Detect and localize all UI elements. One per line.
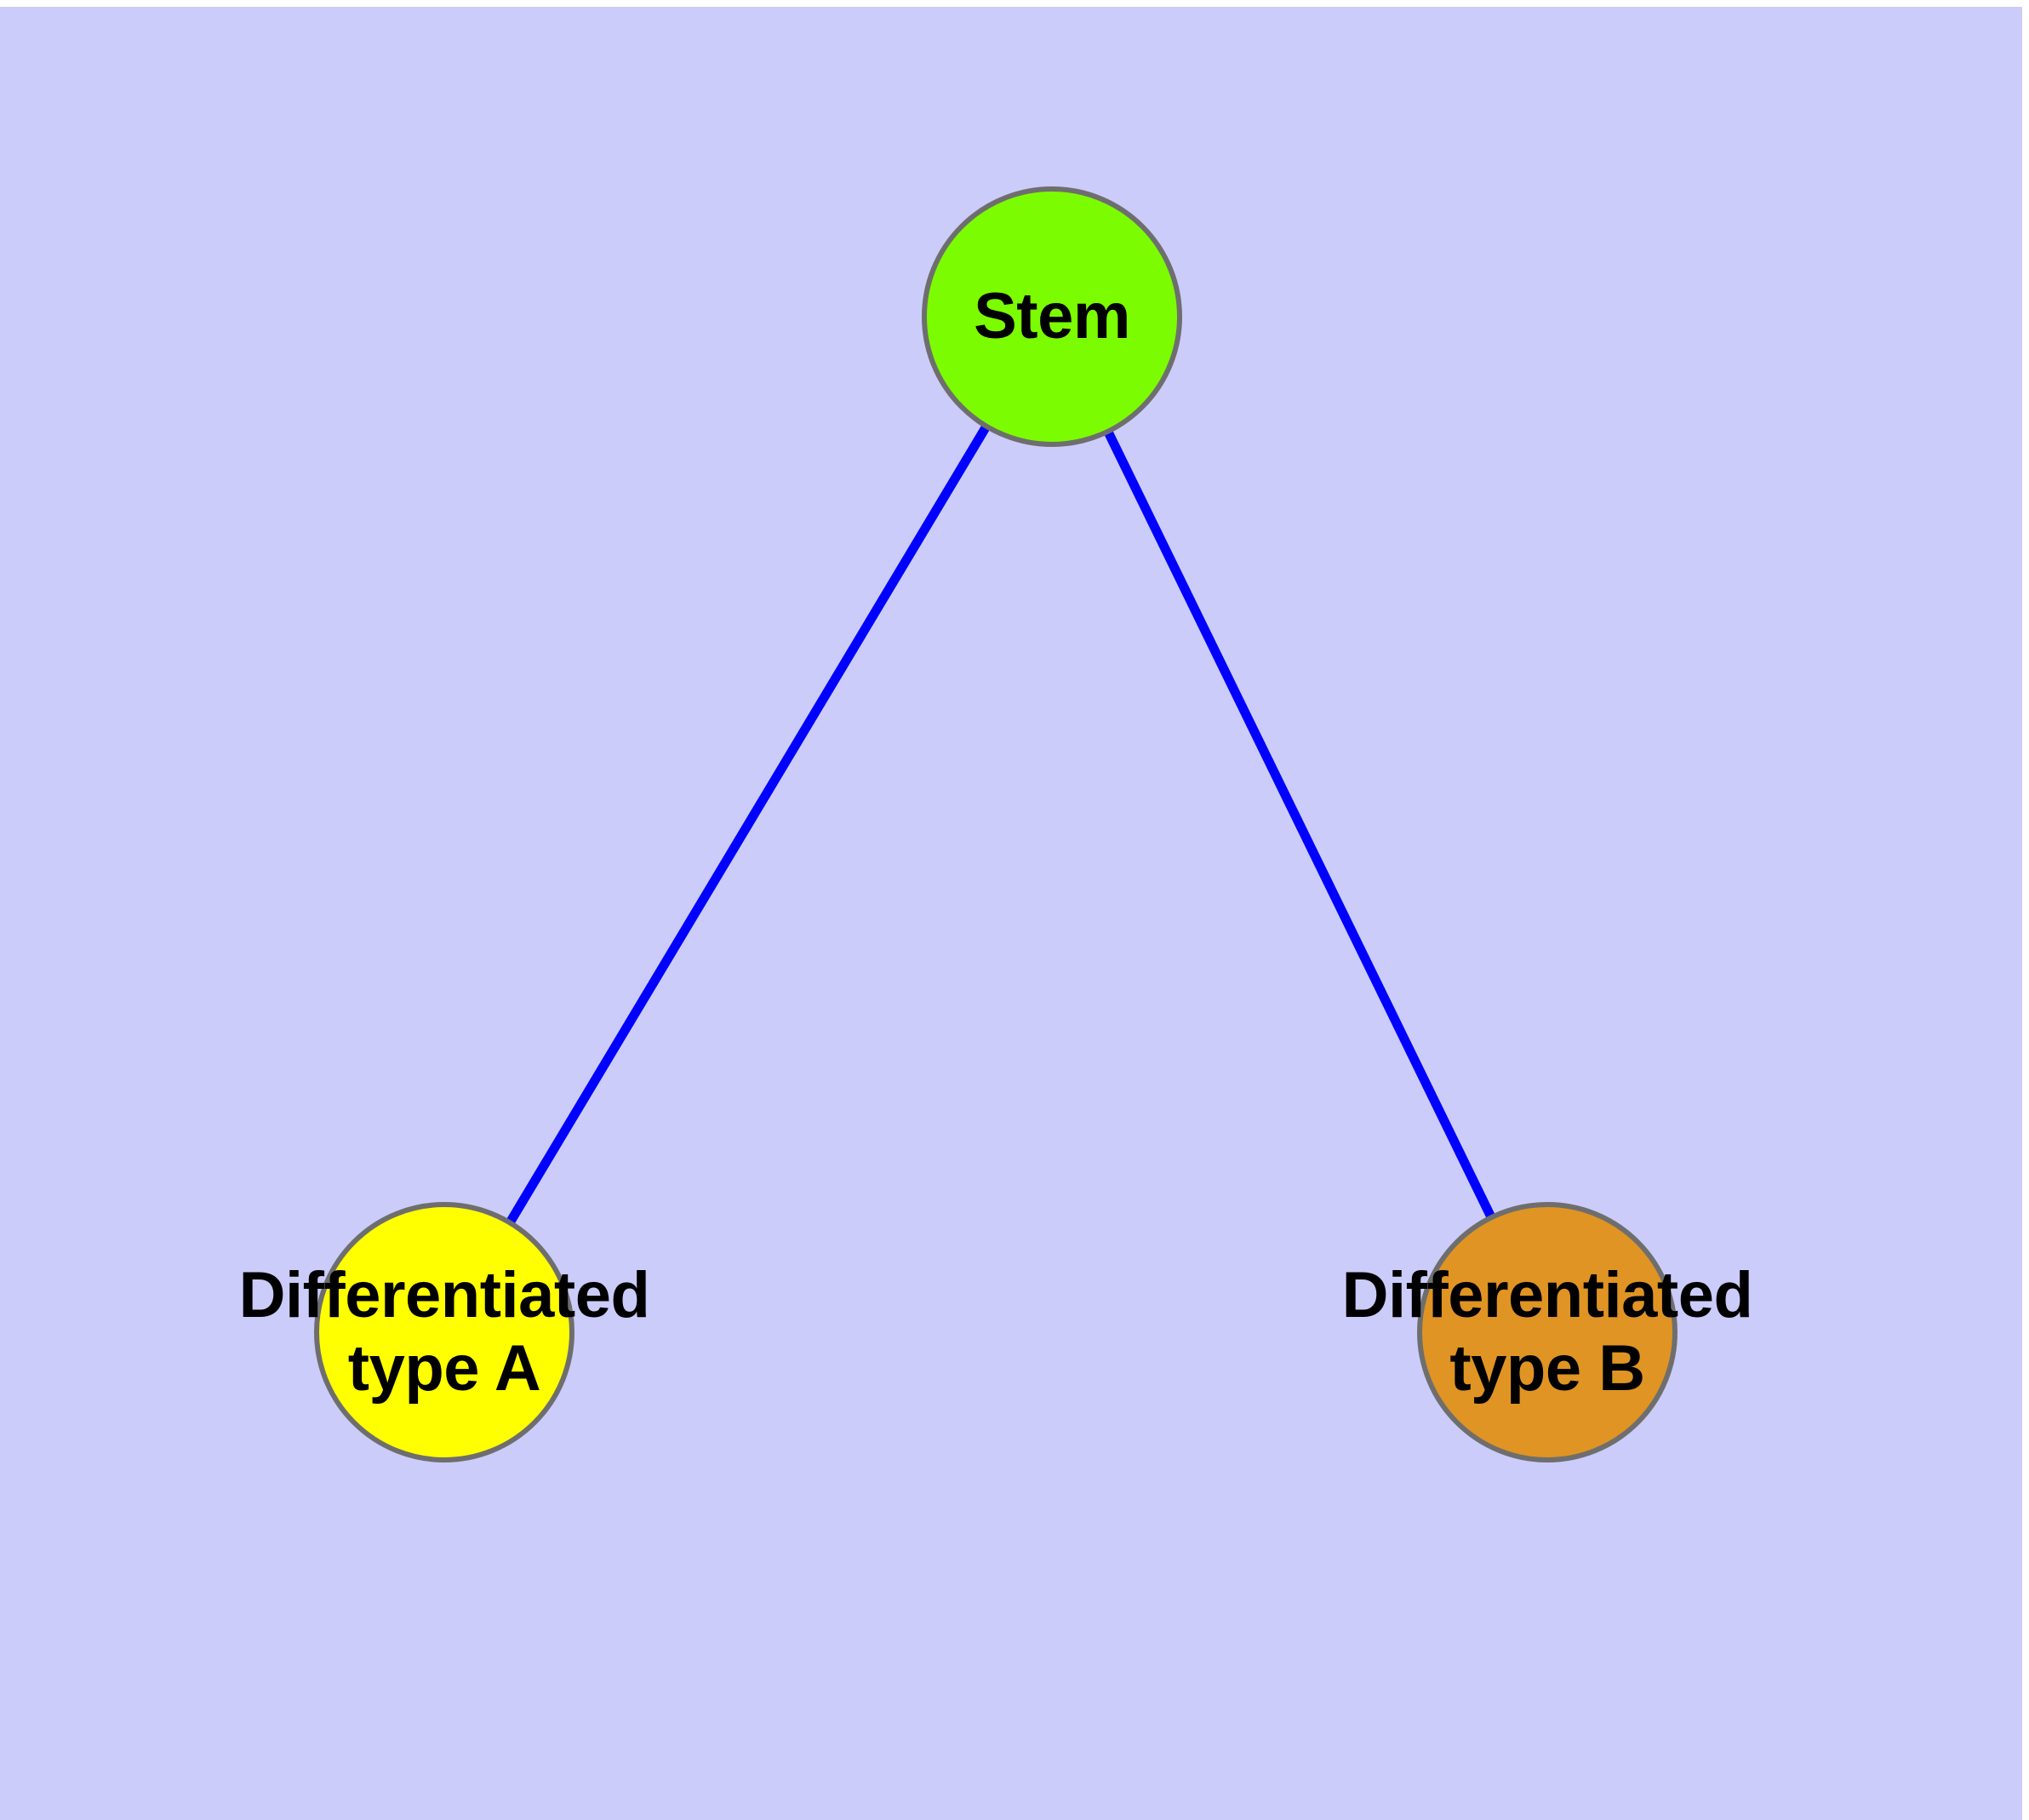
node-group <box>314 186 1677 1462</box>
node-differentiated-type-a[interactable] <box>314 1202 574 1462</box>
edge-group <box>440 314 1552 1335</box>
edge-stem-to-differentiated-type-a[interactable] <box>440 314 1056 1335</box>
edge-stem-to-differentiated-type-b[interactable] <box>1048 314 1552 1335</box>
node-differentiated-type-b[interactable] <box>1417 1202 1677 1462</box>
node-stem[interactable] <box>922 186 1182 447</box>
